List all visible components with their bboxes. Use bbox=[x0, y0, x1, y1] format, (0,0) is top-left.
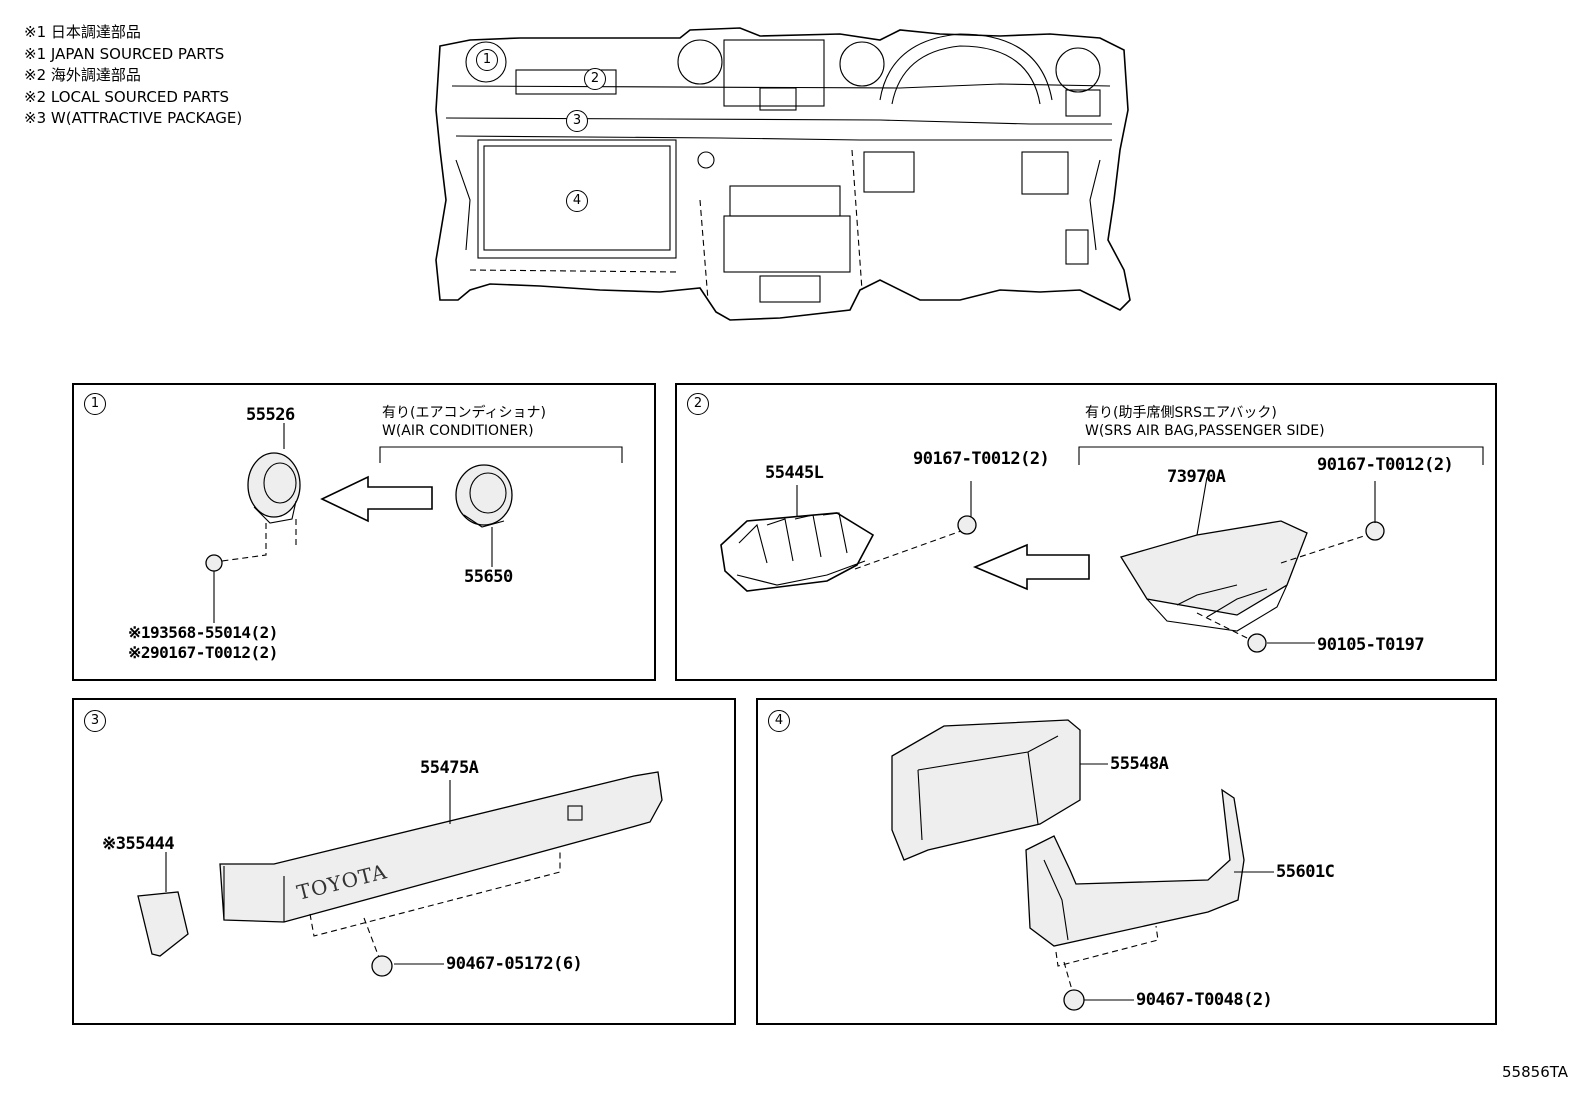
panel-number: 2 bbox=[687, 393, 709, 415]
legend: ※1 日本調達部品 ※1 JAPAN SOURCED PARTS ※2 海外調達… bbox=[24, 22, 242, 130]
panel-2-drawing bbox=[720, 446, 1484, 653]
part-number-label: 55548A bbox=[1110, 754, 1169, 774]
overview-callout-3: 3 bbox=[566, 110, 588, 132]
panel-1-drawing bbox=[205, 423, 623, 623]
condition-en: W(AIR CONDITIONER) bbox=[382, 423, 534, 439]
panel-number: 4 bbox=[768, 710, 790, 732]
panel-number: 1 bbox=[84, 393, 106, 415]
part-number-label: 55445L bbox=[765, 463, 824, 483]
part-number-label: 73970A bbox=[1167, 467, 1226, 487]
panel-3-trim-panel: 3 55475A ※355444 90467-05172(6) TOYOTA bbox=[72, 698, 736, 1025]
part-number-label: 90105-T0197 bbox=[1317, 635, 1425, 655]
part-number-label: 90167-T0012(2) bbox=[913, 449, 1050, 469]
part-number-label: ※355444 bbox=[102, 834, 175, 854]
panel-2-airbag-bracket: 2 有り(助手席側SRSエアバック) W(SRS AIR BAG,PASSENG… bbox=[675, 383, 1497, 681]
illustration-reference-code: 55856TA bbox=[1502, 1063, 1568, 1081]
legend-line: ※3 W(ATTRACTIVE PACKAGE) bbox=[24, 109, 243, 127]
condition-jp: 有り(助手席側SRSエアバック) bbox=[1085, 405, 1277, 421]
legend-line: ※1 日本調達部品 bbox=[24, 23, 141, 41]
part-number-label: ※290167-T0012(2) bbox=[128, 643, 278, 662]
overview-callout-2: 2 bbox=[584, 68, 606, 90]
part-number-label: 55650 bbox=[464, 567, 513, 587]
legend-line: ※2 海外調達部品 bbox=[24, 66, 141, 84]
condition-en: W(SRS AIR BAG,PASSENGER SIDE) bbox=[1085, 423, 1325, 439]
overview-callout-4: 4 bbox=[566, 190, 588, 212]
part-number-label: 90167-T0012(2) bbox=[1317, 455, 1454, 475]
part-number-label: 55526 bbox=[246, 405, 295, 425]
legend-line: ※1 JAPAN SOURCED PARTS bbox=[24, 44, 225, 63]
part-number-label: 55475A bbox=[420, 758, 479, 778]
legend-line: ※2 LOCAL SOURCED PARTS bbox=[24, 87, 230, 106]
panel-3-drawing bbox=[137, 771, 663, 977]
part-number-label: 55601C bbox=[1276, 862, 1335, 882]
part-number-label: ※193568-55014(2) bbox=[128, 623, 278, 642]
panel-4-drawing bbox=[891, 719, 1274, 1011]
panel-number: 3 bbox=[84, 710, 106, 732]
overview-callout-1: 1 bbox=[476, 49, 498, 71]
panel-1-side-vent: 1 55526 55650 ※193568-55014(2) ※290167-T… bbox=[72, 383, 656, 681]
panel-4-glove-box: 4 55548A 55601C 90467-T0048(2) bbox=[756, 698, 1497, 1025]
part-number-label: 90467-05172(6) bbox=[446, 954, 583, 974]
part-number-label: 90467-T0048(2) bbox=[1136, 990, 1273, 1010]
condition-jp: 有り(エアコンディショナ) bbox=[382, 405, 546, 421]
